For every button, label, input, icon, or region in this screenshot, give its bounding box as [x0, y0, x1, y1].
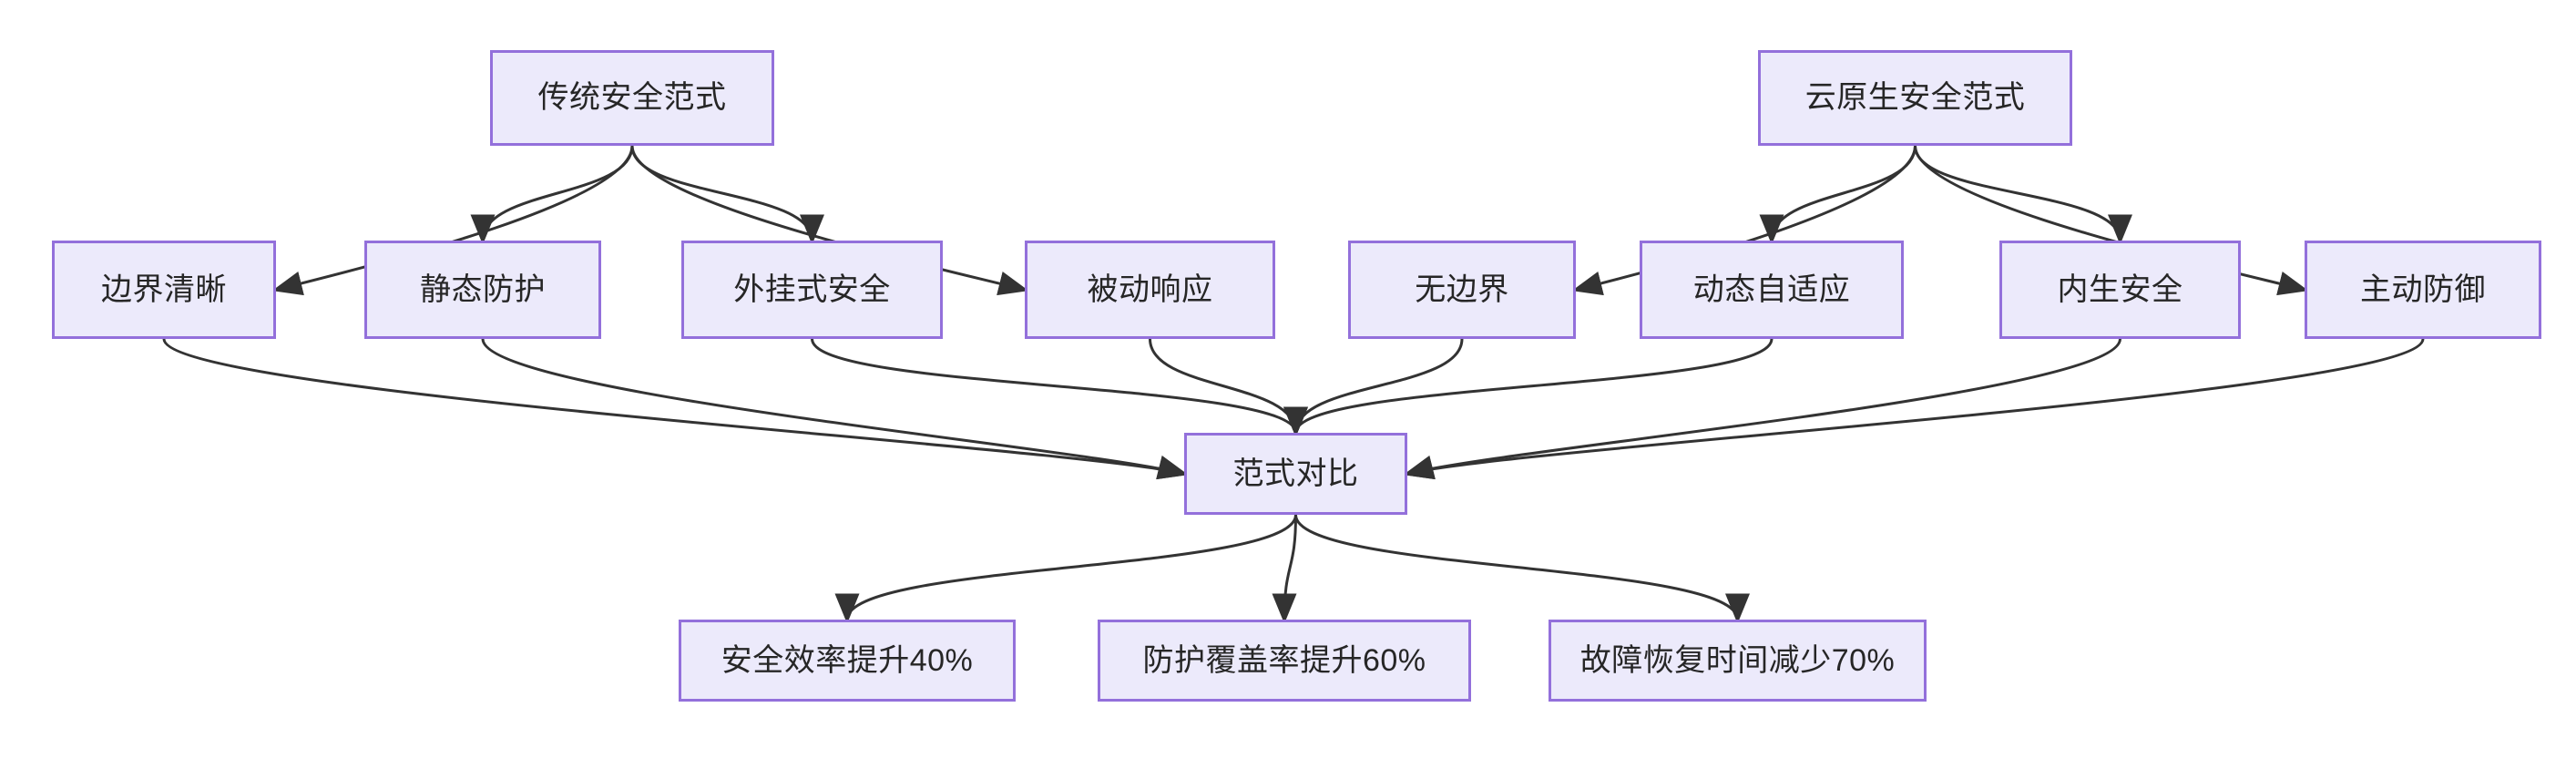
edge-trad-to-bolt	[630, 145, 824, 245]
node-noborder[interactable]: 无边界	[1348, 241, 1576, 339]
node-label: 范式对比	[1232, 456, 1359, 491]
node-compare[interactable]: 范式对比	[1184, 433, 1407, 515]
node-label: 故障恢复时间减少70%	[1579, 642, 1896, 678]
edge-cloud-to-adaptive	[1759, 145, 1917, 245]
edge-boundary-to-compare	[162, 338, 1189, 480]
node-cloud[interactable]: 云原生安全范式	[1758, 50, 2072, 146]
node-label: 内生安全	[2057, 272, 2183, 307]
node-label: 被动响应	[1087, 272, 1213, 307]
node-label: 动态自适应	[1692, 272, 1851, 307]
node-boundary[interactable]: 边界清晰	[52, 241, 276, 339]
node-adaptive[interactable]: 动态自适应	[1640, 241, 1904, 339]
node-label: 传统安全范式	[537, 80, 727, 116]
edge-passive-to-compare	[1149, 338, 1308, 437]
node-cov60[interactable]: 防护覆盖率提升60%	[1098, 620, 1471, 702]
node-label: 无边界	[1415, 272, 1509, 307]
edge-compare-to-mttr70	[1294, 514, 1750, 624]
edge-static-to-compare	[481, 338, 1189, 480]
node-label: 静态防护	[420, 272, 546, 307]
edge-noborder-to-compare	[1283, 338, 1464, 437]
node-eff40[interactable]: 安全效率提升40%	[679, 620, 1016, 702]
edge-compare-to-eff40	[834, 514, 1297, 624]
node-active[interactable]: 主动防御	[2305, 241, 2541, 339]
node-intrinsic[interactable]: 内生安全	[1999, 241, 2241, 339]
edge-cloud-to-intrinsic	[1914, 145, 2132, 245]
node-mttr70[interactable]: 故障恢复时间减少70%	[1549, 620, 1927, 702]
node-label: 外挂式安全	[733, 272, 891, 307]
edge-intrinsic-to-compare	[1403, 338, 2121, 480]
node-static[interactable]: 静态防护	[364, 241, 601, 339]
edge-active-to-compare	[1403, 338, 2425, 480]
node-trad[interactable]: 传统安全范式	[490, 50, 774, 146]
node-label: 云原生安全范式	[1804, 80, 2026, 116]
edge-trad-to-static	[470, 145, 634, 245]
edge-compare-to-cov60	[1272, 514, 1297, 624]
node-label: 边界清晰	[101, 272, 227, 307]
node-passive[interactable]: 被动响应	[1025, 241, 1275, 339]
node-bolt[interactable]: 外挂式安全	[681, 241, 943, 339]
edge-adaptive-to-compare	[1283, 338, 1774, 437]
node-label: 安全效率提升40%	[721, 642, 974, 678]
node-label: 防护覆盖率提升60%	[1142, 642, 1426, 678]
node-label: 主动防御	[2360, 272, 2486, 307]
edge-bolt-to-compare	[811, 338, 1308, 437]
